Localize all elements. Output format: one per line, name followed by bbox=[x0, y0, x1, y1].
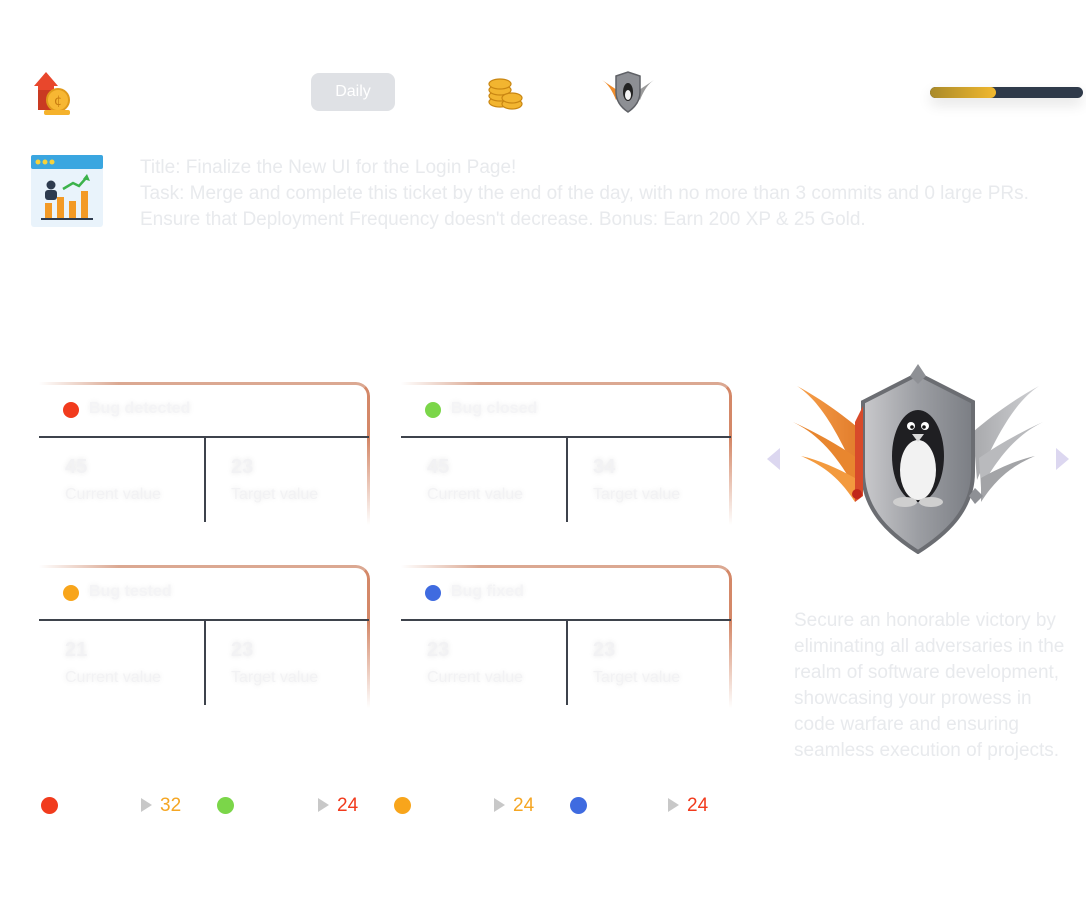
chevron-right-icon[interactable] bbox=[1056, 448, 1069, 470]
current-value-label: Current value bbox=[427, 486, 524, 503]
play-arrow-icon bbox=[494, 798, 505, 812]
task-title: Title: Finalize the New UI for the Login… bbox=[140, 157, 517, 178]
legend-value: 24 bbox=[513, 795, 535, 816]
current-value-label: Current value bbox=[427, 669, 524, 686]
target-value-label: Target value bbox=[231, 486, 319, 503]
metric-label: Bug fixed bbox=[451, 583, 524, 600]
svg-text:¢: ¢ bbox=[54, 94, 62, 109]
house-coin-icon: ¢ bbox=[30, 68, 74, 116]
metric-card-bug-tested: Bug tested 21 Current value 23 Target va… bbox=[39, 565, 370, 708]
card-divider bbox=[204, 436, 206, 522]
legend-value: 24 bbox=[687, 795, 709, 816]
legend-value: 24 bbox=[337, 795, 359, 816]
card-frame bbox=[401, 382, 732, 525]
target-value: 23 bbox=[231, 639, 254, 661]
play-arrow-icon bbox=[668, 798, 679, 812]
penguin-shield-badge-icon[interactable] bbox=[600, 70, 656, 114]
card-frame bbox=[401, 565, 732, 708]
legend-dot-bug-detected bbox=[41, 797, 58, 814]
target-value-label: Target value bbox=[593, 486, 681, 503]
metric-label: Bug closed bbox=[451, 400, 538, 417]
xp-progress-bar bbox=[930, 87, 1083, 98]
card-divider bbox=[204, 619, 206, 705]
metric-card-bug-fixed: Bug fixed 23 Current value 23 Target val… bbox=[401, 565, 732, 708]
metric-card-bug-detected: Bug detected 45 Current value 23 Target … bbox=[39, 382, 370, 525]
target-value: 23 bbox=[231, 456, 254, 478]
chevron-left-icon[interactable] bbox=[767, 448, 780, 470]
target-value-label: Target value bbox=[231, 669, 319, 686]
metric-label: Bug tested bbox=[89, 583, 172, 600]
legend-dot-bug-fixed bbox=[570, 797, 587, 814]
legend-dot-bug-tested bbox=[394, 797, 411, 814]
metric-label: Bug detected bbox=[89, 400, 191, 417]
current-value: 23 bbox=[427, 639, 450, 661]
target-value: 34 bbox=[593, 456, 616, 478]
coin-stack-icon bbox=[486, 72, 524, 112]
analytics-report-icon bbox=[31, 155, 103, 227]
legend-value: 32 bbox=[160, 795, 182, 816]
card-frame bbox=[39, 382, 370, 525]
current-value: 21 bbox=[65, 639, 88, 661]
target-value: 23 bbox=[593, 639, 616, 661]
status-dot bbox=[425, 585, 441, 601]
metric-card-bug-closed: Bug closed 45 Current value 34 Target va… bbox=[401, 382, 732, 525]
penguin-shield-winged-badge-icon bbox=[793, 362, 1043, 555]
card-divider bbox=[566, 619, 568, 705]
current-value-label: Current value bbox=[65, 486, 162, 503]
card-frame bbox=[39, 565, 370, 708]
xp-progress-fill bbox=[930, 87, 996, 98]
play-arrow-icon bbox=[141, 798, 152, 812]
task-description: Title: Finalize the New UI for the Login… bbox=[140, 155, 1040, 233]
task-body: Task: Merge and complete this ticket by … bbox=[140, 183, 1029, 230]
current-value-label: Current value bbox=[65, 669, 162, 686]
current-value: 45 bbox=[65, 456, 88, 478]
play-arrow-icon bbox=[318, 798, 329, 812]
legend-dot-bug-closed bbox=[217, 797, 234, 814]
card-divider bbox=[566, 436, 568, 522]
target-value-label: Target value bbox=[593, 669, 681, 686]
achievement-description: Secure an honorable victory by eliminati… bbox=[794, 610, 1065, 761]
status-dot bbox=[63, 402, 79, 418]
status-dot bbox=[63, 585, 79, 601]
daily-button[interactable]: Daily bbox=[311, 73, 395, 111]
current-value: 45 bbox=[427, 456, 450, 478]
status-dot bbox=[425, 402, 441, 418]
